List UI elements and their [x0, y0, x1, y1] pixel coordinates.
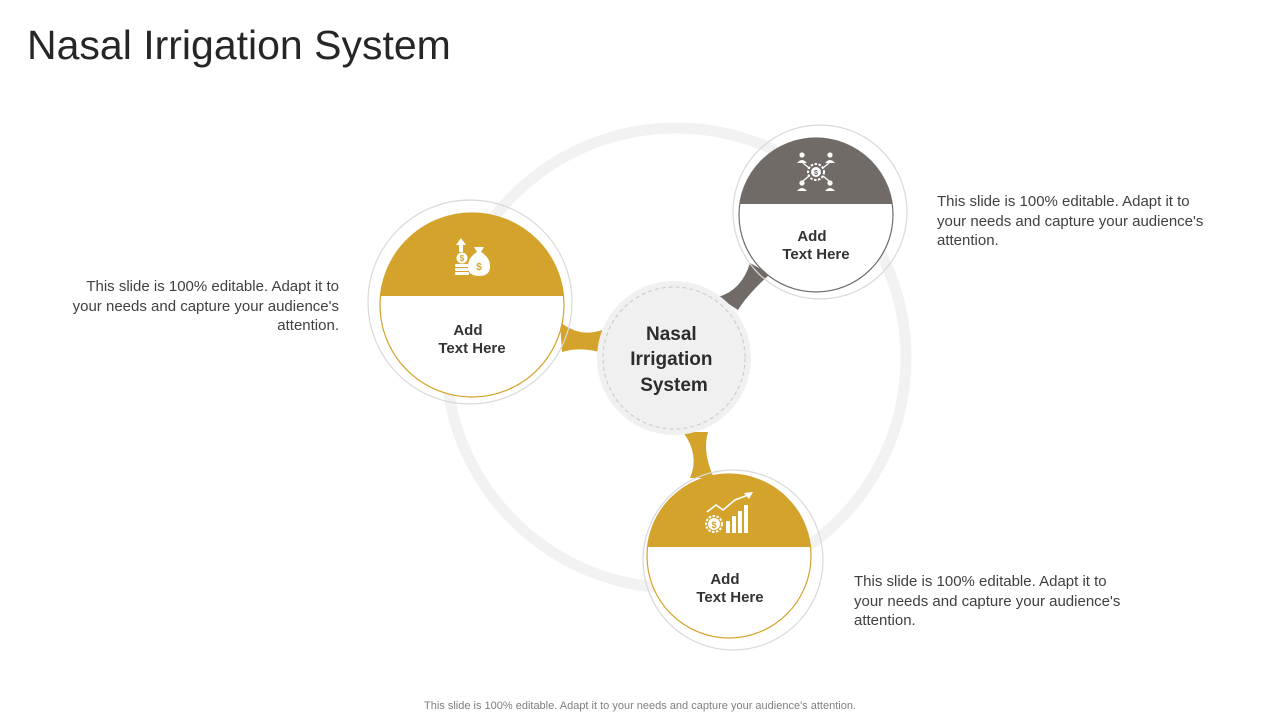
center-label-line-3: System [640, 375, 708, 396]
network-dollar-icon: $ [797, 152, 835, 191]
node-left-label-line-2: Text Here [438, 340, 505, 357]
page-title: Nasal Irrigation System [27, 22, 451, 68]
svg-text:$: $ [711, 520, 716, 530]
center-node: Nasal Irrigation System [597, 281, 751, 435]
node-bottom-label-line-1: Add [710, 571, 739, 588]
node-left-label-line-1: Add [453, 322, 482, 339]
svg-text:$: $ [476, 262, 482, 273]
description-top-right: This slide is 100% editable. Adapt it to… [937, 193, 1204, 249]
footer-note: This slide is 100% editable. Adapt it to… [424, 700, 856, 712]
connector-bottom [683, 432, 714, 478]
description-left: This slide is 100% editable. Adapt it to… [72, 278, 339, 334]
money-bag-icon: $ $ [455, 238, 491, 276]
description-bottom-right: This slide is 100% editable. Adapt it to… [854, 573, 1121, 629]
connector-left [560, 322, 606, 354]
svg-text:$: $ [814, 170, 818, 177]
growth-chart-icon: $ [705, 492, 753, 533]
center-label-line-1: Nasal [646, 324, 697, 345]
node-top-right-label-line-2: Text Here [782, 246, 849, 263]
node-bottom[interactable]: $ Add Text Here [640, 469, 824, 651]
node-bottom-label: Add Text Here [696, 571, 763, 606]
connector-top-right [718, 263, 770, 310]
center-label-line-2: Irrigation [630, 349, 712, 370]
node-top-right-label: Add Text Here [782, 228, 849, 263]
svg-text:$: $ [460, 254, 465, 263]
node-bottom-label-line-2: Text Here [696, 589, 763, 606]
node-left-label: Add Text Here [438, 322, 505, 357]
center-label: Nasal Irrigation System [630, 324, 718, 396]
node-left[interactable]: $ $ Add Text Here [367, 199, 580, 405]
node-top-right-label-line-1: Add [797, 228, 826, 245]
